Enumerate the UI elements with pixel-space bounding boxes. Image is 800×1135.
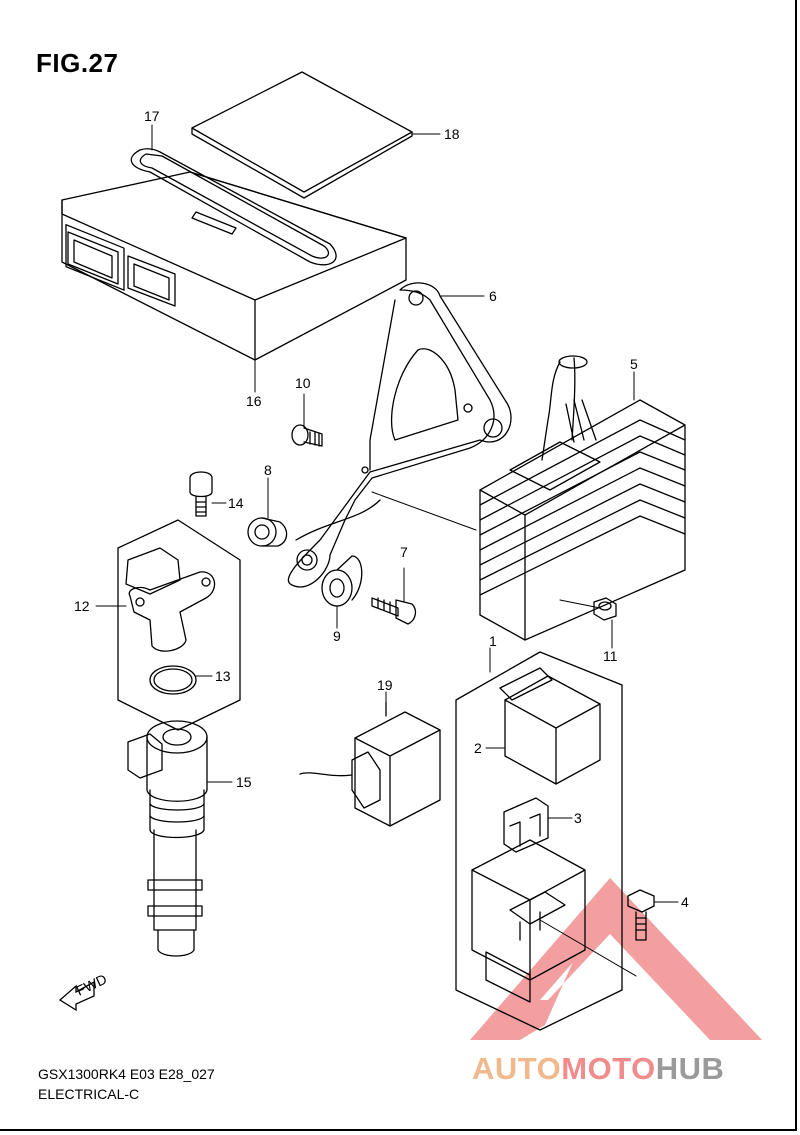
bolt-7[interactable] [371,597,417,625]
bolt-10[interactable] [291,424,323,447]
fuse-3[interactable] [503,797,549,853]
collar-8[interactable] [247,517,288,547]
callout-18: 18 [444,126,460,142]
callout-13: 13 [215,668,231,684]
figure-title: FIG.27 [36,48,119,78]
callout-11: 11 [603,648,618,664]
nut-11[interactable] [593,597,617,621]
callout-8: 8 [264,462,272,478]
callout-7: 7 [400,544,408,560]
ecu-seal-band[interactable] [130,148,337,266]
callout-14: 14 [228,495,244,511]
signal-module-19[interactable] [299,701,441,827]
mounting-bracket[interactable] [287,282,512,588]
callout-5: 5 [630,356,638,372]
starter-relay-body[interactable] [471,839,586,1003]
callout-12: 12 [74,598,90,614]
starter-relay-group-outline [455,651,623,1031]
watermark-logo-icon [470,878,762,1040]
camshaft-position-sensor[interactable] [125,547,216,652]
sensor-group-outline [117,519,241,731]
callout-15: 15 [236,774,252,790]
ecu-unit[interactable] [61,171,407,361]
fwd-arrow-icon: FWD [58,971,109,1012]
callout-19: 19 [377,677,393,693]
ignition-coil[interactable] [127,720,208,957]
callout-17: 17 [144,108,160,124]
watermark-part-3: HUB [655,1051,725,1086]
relay-cover-2[interactable] [499,667,601,785]
section-name: ELECTRICAL-C [38,1086,140,1102]
callout-3: 3 [574,810,582,826]
callout-2: 2 [474,740,482,756]
watermark-part-1: AUTO [472,1051,562,1086]
callout-16: 16 [246,393,262,409]
regulator-rectifier[interactable] [479,355,686,641]
callout-9: 9 [333,628,341,644]
bolt-14[interactable] [189,471,213,517]
callout-numbers: 1 2 3 4 5 6 7 8 9 10 11 12 13 14 15 16 1… [74,108,689,910]
model-code: GSX1300RK4 E03 E28_027 [38,1066,215,1082]
ecu-pad[interactable] [191,71,413,199]
callout-6: 6 [489,288,497,304]
callout-1: 1 [489,633,497,649]
watermark-text: AUTOMOTOHUB [472,1051,724,1087]
callout-10: 10 [295,375,311,391]
screw-4[interactable] [627,889,655,941]
o-ring-13[interactable] [149,665,197,695]
leader-lines [95,124,679,977]
callout-4: 4 [681,894,689,910]
watermark-part-2: MOTO [561,1051,656,1086]
